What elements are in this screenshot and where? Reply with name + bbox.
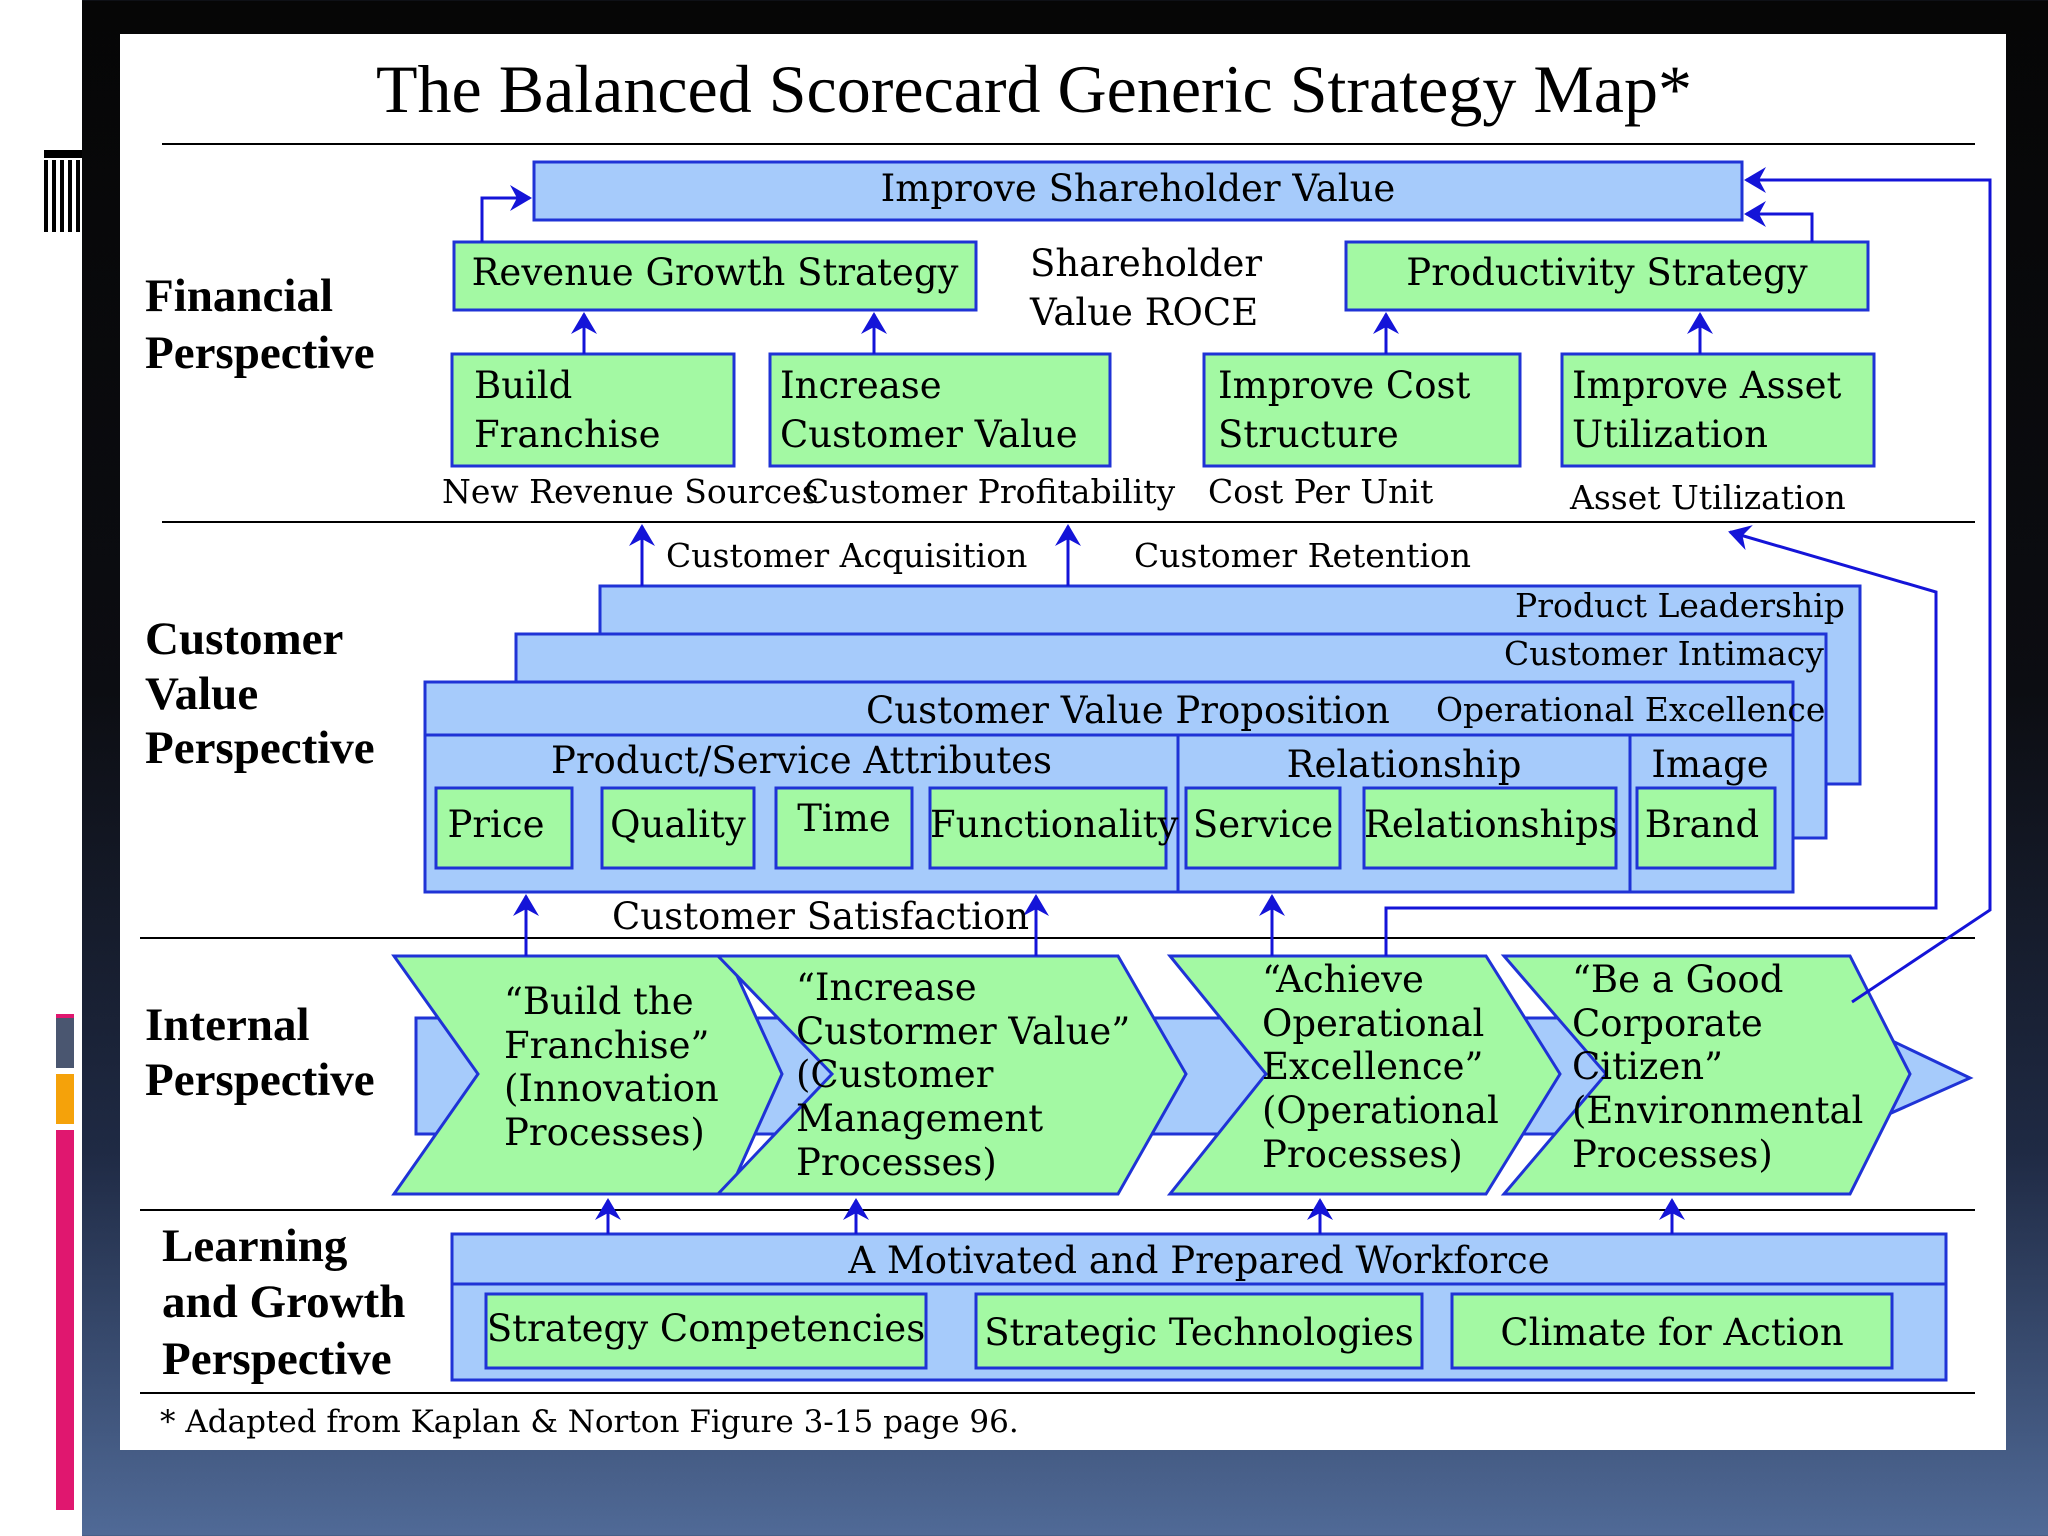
process-chevron-3: [1166, 954, 1562, 1196]
process-4-label: “Be a Good Corporate Citizen” (Environme…: [1572, 958, 1864, 1176]
time-label: Time: [797, 797, 891, 840]
climate-for-action-label: Climate for Action: [1500, 1311, 1844, 1354]
shareholder-value-label: Improve Shareholder Value: [880, 167, 1396, 210]
customer-acquisition-label: Customer Acquisition: [666, 536, 1028, 575]
service-label: Service: [1192, 803, 1334, 846]
accent-bar-orange: [56, 1074, 74, 1124]
brand-box: [1635, 786, 1777, 870]
measure-asset-utilization: Asset Utilization: [1570, 478, 1846, 517]
quality-box: [600, 786, 756, 870]
customer-satisfaction-label: Customer Satisfaction: [612, 895, 1030, 938]
accent-bar-pink-top: [56, 1014, 74, 1018]
customer-perspective-label: Customer Value Perspective: [145, 613, 375, 775]
customer-retention-label: Customer Retention: [1134, 536, 1472, 575]
process-1-label: “Build the Franchise” (Innovation Proces…: [504, 980, 719, 1154]
roce-label: Shareholder Value ROCE: [1030, 242, 1263, 334]
shareholder-value-box: [532, 160, 1744, 222]
time-box: [774, 786, 914, 870]
process-3-label: “Achieve Operational Excellence” (Operat…: [1262, 958, 1499, 1176]
value-proposition-label: Customer Value Proposition: [866, 689, 1390, 732]
measure-customer-profitability: Customer Profitability: [804, 472, 1176, 511]
price-label: Price: [447, 803, 545, 846]
increase-customer-value-label: Increase Customer Value: [780, 364, 1078, 456]
build-franchise-box: [450, 352, 736, 468]
group-product-service-label: Product/Service Attributes: [550, 739, 1053, 782]
revenue-growth-label: Revenue Growth Strategy: [471, 251, 959, 294]
revenue-growth-box: [452, 240, 978, 312]
relationships-box: [1362, 786, 1618, 870]
improve-cost-box: [1202, 352, 1522, 468]
arrow-operational-to-asset: [1384, 525, 1938, 956]
build-franchise-label: Build Franchise: [474, 364, 661, 456]
strategy-competencies-box: [484, 1292, 928, 1370]
brand-label: Brand: [1644, 803, 1760, 846]
workforce-label: A Motivated and Prepared Workforce: [848, 1239, 1550, 1282]
page-title: The Balanced Scorecard Generic Strategy …: [376, 51, 1692, 127]
strategic-technologies-label: Strategic Technologies: [984, 1311, 1414, 1354]
product-leadership-label: Product Leadership: [1515, 586, 1845, 625]
accent-bar-pink: [56, 1130, 74, 1510]
increase-customer-value-box: [768, 352, 1112, 468]
productivity-box: [1344, 240, 1870, 312]
productivity-label: Productivity Strategy: [1406, 251, 1808, 294]
improve-asset-label: Improve Asset Utilization: [1572, 364, 1842, 456]
service-box: [1184, 786, 1342, 870]
quality-label: Quality: [610, 803, 746, 846]
strip-notch-2: [44, 160, 82, 232]
process-2-label: “Increase Custormer Value” (Customer Man…: [796, 966, 1131, 1184]
financial-perspective-label: Financial Perspective: [145, 270, 375, 380]
measure-new-revenue: New Revenue Sources: [442, 472, 819, 511]
arrow-citizen-to-shareholder: [1744, 167, 1992, 1004]
improve-asset-box: [1560, 352, 1876, 468]
process-chevron-2: [714, 954, 1188, 1196]
price-box: [434, 786, 574, 870]
relationships-label: Relationships: [1364, 803, 1618, 846]
footnote: * Adapted from Kaplan & Norton Figure 3-…: [160, 1404, 1019, 1440]
accent-bar-gray: [56, 1018, 74, 1068]
strategic-technologies-box: [974, 1292, 1424, 1370]
group-image-label: Image: [1651, 743, 1769, 786]
strip-notch-1: [44, 150, 82, 158]
improve-cost-label: Improve Cost Structure: [1218, 364, 1471, 456]
measure-cost-per-unit: Cost Per Unit: [1208, 472, 1434, 511]
operational-excellence-label: Operational Excellence: [1436, 690, 1826, 729]
arrow-revenue-to-shareholder: [480, 185, 532, 242]
functionality-box: [928, 786, 1168, 870]
learning-perspective-label: Learning and Growth Perspective: [162, 1220, 406, 1385]
climate-for-action-box: [1450, 1292, 1894, 1370]
strategy-competencies-label: Strategy Competencies: [486, 1307, 926, 1350]
functionality-label: Functionality: [930, 803, 1179, 846]
internal-perspective-label: Internal Perspective: [145, 999, 375, 1107]
group-relationship-label: Relationship: [1286, 743, 1522, 786]
process-chevron-4: [1500, 954, 1912, 1196]
arrow-productivity-to-shareholder: [1744, 201, 1814, 242]
customer-intimacy-label: Customer Intimacy: [1504, 634, 1824, 673]
